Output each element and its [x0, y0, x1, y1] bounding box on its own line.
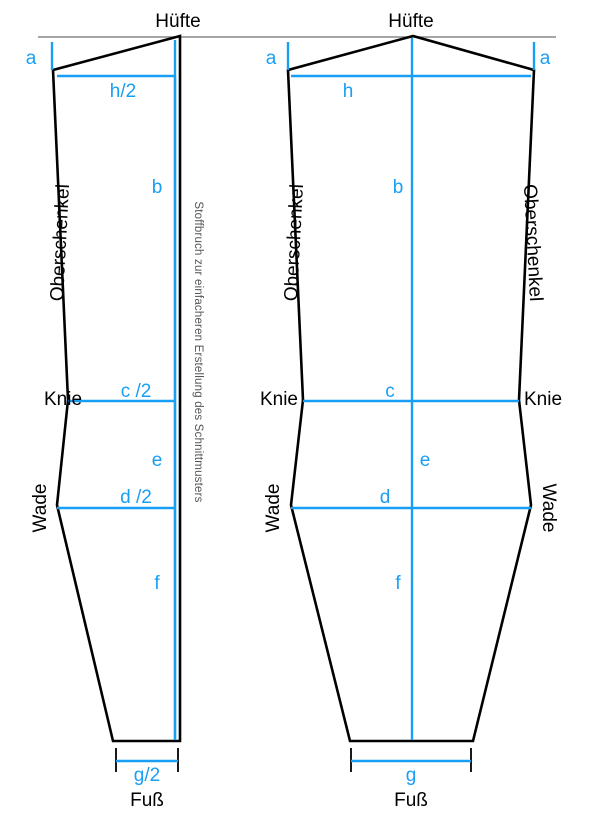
right-measure-h-label: h — [343, 81, 354, 102]
right-measure-a-right-label: a — [540, 48, 551, 69]
left-measure-a-label: a — [26, 48, 37, 69]
right-pattern-outline — [286, 34, 536, 743]
left-measure-c-half-label: c /2 — [121, 381, 152, 402]
left-measure-h-half-label: h/2 — [110, 81, 136, 102]
right-foot-label: Fuß — [394, 790, 428, 811]
right-knee-right-label: Knie — [524, 389, 562, 410]
left-fold-note: Stoffbruch zur einfacheren Erstellung de… — [192, 201, 204, 502]
left-measure-g-half-label: g/2 — [134, 765, 160, 786]
right-measure-c-label: c — [385, 381, 395, 402]
right-measure-f-label: f — [395, 573, 401, 594]
right-pattern-group — [286, 34, 536, 772]
left-measure-f-label: f — [154, 573, 160, 594]
left-measure-d-half-label: d /2 — [120, 487, 152, 508]
left-hip-label: Hüfte — [155, 11, 200, 32]
left-calf-label: Wade — [30, 484, 51, 533]
right-measure-d-label: d — [380, 487, 391, 508]
right-knee-left-label: Knie — [260, 389, 298, 410]
left-thigh-label: Oberschenkel — [47, 184, 74, 302]
right-measure-e-label: e — [420, 450, 431, 471]
right-hip-label: Hüfte — [388, 11, 433, 32]
right-measure-g-label: g — [406, 765, 417, 786]
right-calf-left-label: Wade — [263, 484, 284, 533]
left-measure-b-label: b — [152, 177, 163, 198]
right-measure-b-label: b — [393, 177, 404, 198]
left-pattern-group — [50, 34, 182, 772]
left-measure-e-label: e — [152, 450, 163, 471]
left-foot-label: Fuß — [130, 790, 164, 811]
left-knee-label: Knie — [44, 389, 82, 410]
right-measure-a-left-label: a — [266, 48, 277, 69]
right-calf-right-label: Wade — [538, 484, 559, 533]
right-thigh-left-label: Oberschenkel — [281, 184, 308, 302]
